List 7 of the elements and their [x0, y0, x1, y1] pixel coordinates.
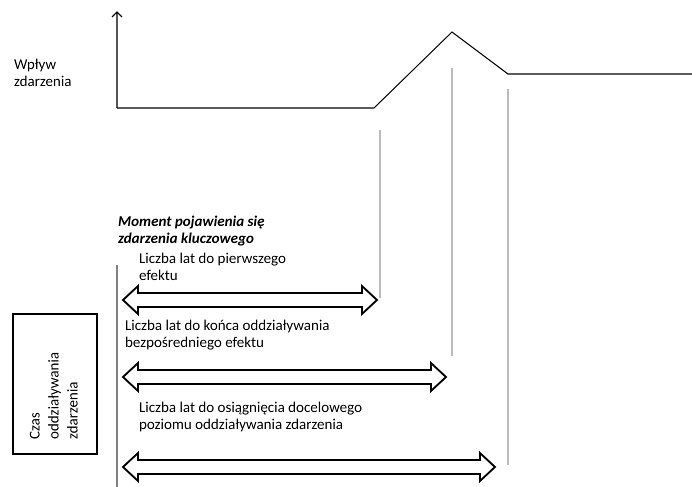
box-label: Czas oddziaływania zdarzenia	[26, 350, 84, 439]
duration-label: Liczba lat do pierwszego efektu	[139, 251, 287, 285]
text-box	[12, 313, 98, 455]
event-label: Moment pojawienia się zdarzenia kluczowego	[118, 214, 266, 248]
duration-label: Liczba lat do końca oddziaływania bezpośredniego efektu	[125, 318, 330, 352]
duration-label: Liczba lat do osiągnięcia docelowego poziomu oddziaływania zdarzenia	[139, 400, 363, 434]
axis-label: Wpływ zdarzenia	[14, 57, 72, 91]
